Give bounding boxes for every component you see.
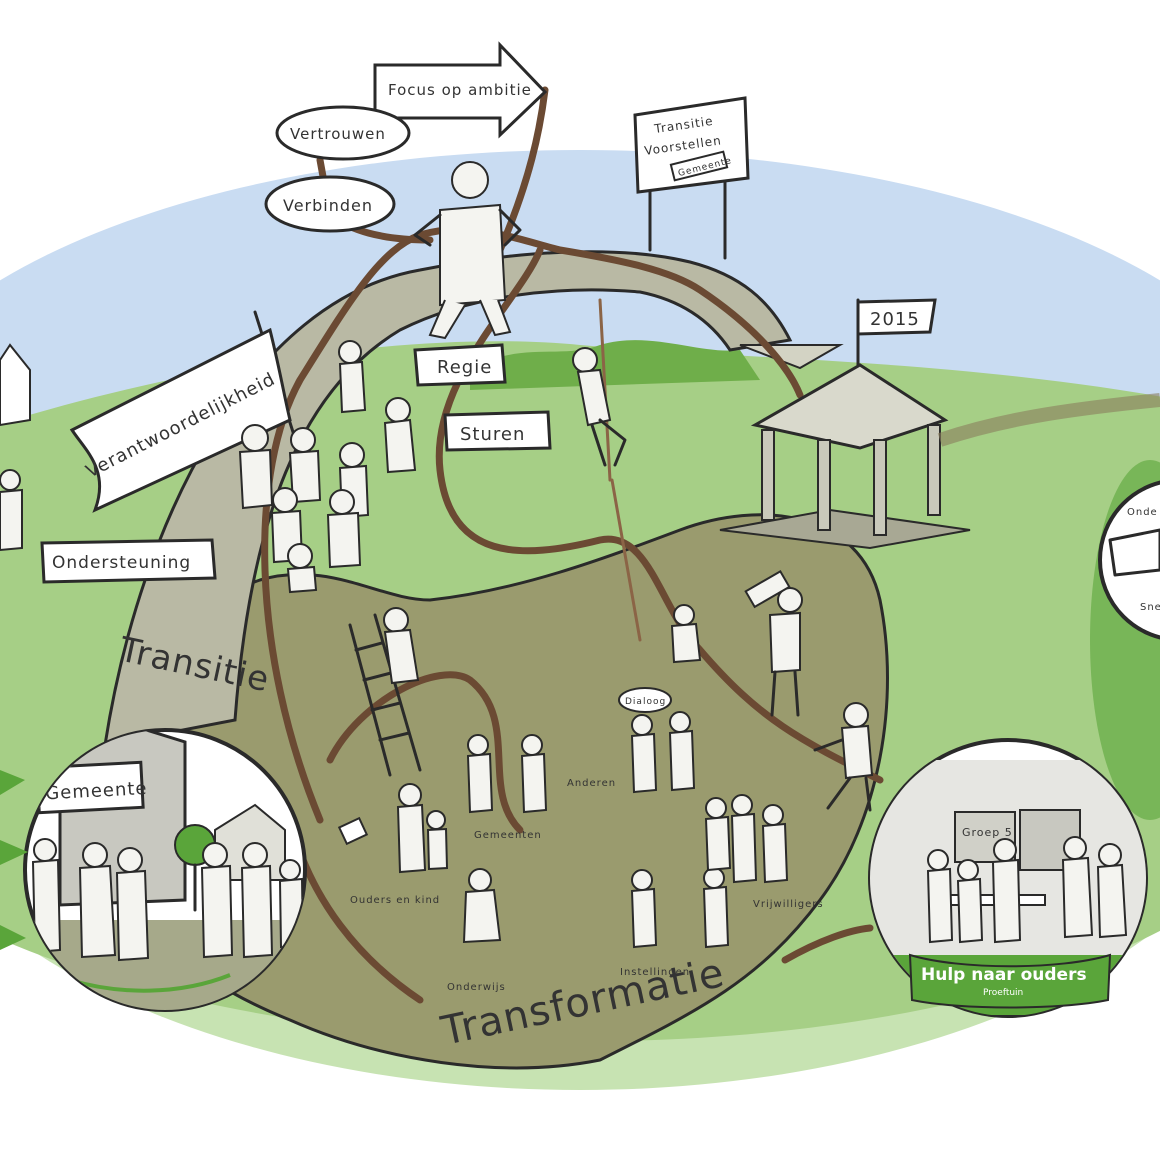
group-anderen-figures <box>630 711 696 794</box>
citizens-crowd <box>31 838 305 962</box>
ladder-icon <box>348 607 422 777</box>
bridge-person <box>326 489 362 569</box>
bridge-person <box>286 543 318 594</box>
flag-year: 2015 <box>870 309 920 330</box>
bridge-crowd <box>238 340 417 594</box>
rope-to-arrow <box>496 86 549 254</box>
label-instellingen: Instellingen <box>620 967 690 978</box>
label-anderen: Anderen <box>567 778 616 789</box>
label-ouders-kind: Ouders en kind <box>350 895 440 906</box>
classroom-people <box>926 836 1128 944</box>
bridge-person <box>338 340 367 414</box>
circle-right-subtitle: Proeftuin <box>983 988 1023 998</box>
verbinden-label: Verbinden <box>283 196 373 215</box>
group-vrijwilligers-figures <box>704 794 789 884</box>
group-instellingen-figures <box>630 867 730 949</box>
bridge-person <box>383 397 417 474</box>
ondersteuning-label: Ondersteuning <box>52 553 191 573</box>
dialog-bubble: Dialoog <box>618 687 672 713</box>
tag-sturen: Sturen <box>443 410 552 452</box>
edge-circle-right: Onde Sne <box>1098 480 1160 640</box>
tag-regie: Regie <box>413 343 507 387</box>
group-labels: Anderen Gemeenten Ouders en kind Onderwi… <box>350 778 824 993</box>
label-onderwijs: Onderwijs <box>447 982 506 993</box>
bridge-person <box>288 427 322 504</box>
bridge-person <box>238 424 274 510</box>
group-ouders-figures <box>337 783 449 874</box>
sturen-label: Sturen <box>460 424 525 445</box>
circle-right-title: Hulp naar ouders <box>921 965 1087 985</box>
board-label: Groep 5 <box>962 826 1013 839</box>
focus-label: Focus op ambitie <box>388 81 532 99</box>
vertrouwen-label: Vertrouwen <box>290 125 386 143</box>
photographer-figure <box>744 569 803 717</box>
left-arrows <box>0 770 28 950</box>
billboard-icon: Transitie Voorstellen Gemeente <box>633 96 750 260</box>
bubble-vertrouwen: Vertrouwen <box>275 105 411 161</box>
edge-text-1: Onde <box>1127 507 1158 518</box>
group-onderwijs-figures <box>462 868 502 944</box>
bubble-verbinden: Verbinden <box>264 175 396 233</box>
flag-icon: 2015 <box>856 298 937 336</box>
path-right <box>937 393 1160 447</box>
group-figures <box>337 711 789 949</box>
pavilion-icon: 2015 <box>719 298 971 550</box>
edge-left-village <box>0 343 31 552</box>
rope-right-circle <box>781 924 874 964</box>
group-gemeenten-figures <box>466 734 548 814</box>
bridge-arrowhead <box>739 344 844 370</box>
regie-label: Regie <box>437 357 492 378</box>
edge-text-2: Sne <box>1140 602 1160 613</box>
tag-ondersteuning: Ondersteuning <box>40 538 217 584</box>
treeline <box>470 340 760 390</box>
climber-figure <box>572 347 627 467</box>
label-gemeenten: Gemeenten <box>474 830 542 841</box>
small-figure <box>670 604 702 664</box>
runner-figure <box>813 702 874 812</box>
leader-figure <box>413 161 522 340</box>
proeftuin-circle: Groep 5 Hulp naar ouders Proeftuin <box>868 738 1148 1018</box>
label-vrijwilligers: Vrijwilligers <box>753 899 824 910</box>
rope-main <box>261 226 804 824</box>
dialog-label: Dialoog <box>625 697 666 707</box>
